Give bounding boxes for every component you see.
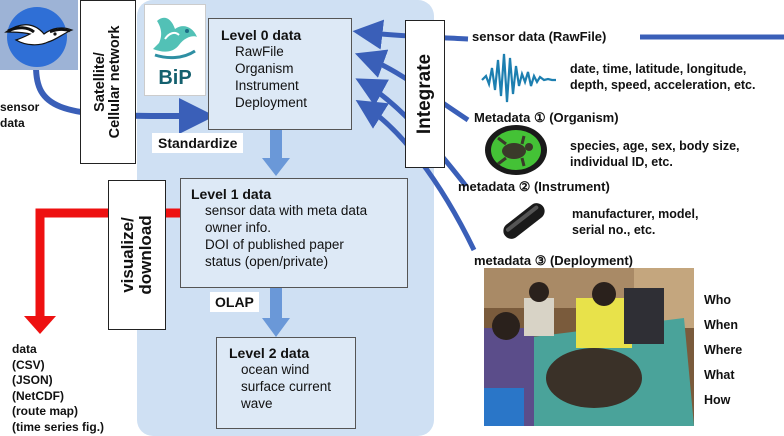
standardize-text: Standardize xyxy=(158,135,238,151)
instrument-desc: manufacturer, model, serial no., etc. xyxy=(572,206,698,238)
level1-item: owner info. xyxy=(205,220,272,235)
metadata-deployment-label: metadata ③ (Deployment) xyxy=(474,253,634,268)
output-line: (time series fig.) xyxy=(12,419,105,434)
question-item: Where xyxy=(704,343,743,357)
question-item: What xyxy=(704,368,735,382)
output-line: (NetCDF) xyxy=(12,388,64,403)
question-item: When xyxy=(704,318,739,332)
sensor-to-level0-arrow xyxy=(33,65,215,134)
satellite-network-box: Satellite/ Cellular network xyxy=(80,0,136,164)
olap-down-arrow xyxy=(262,288,290,337)
question-item: How xyxy=(704,393,731,407)
output-line: (JSON) xyxy=(12,373,53,387)
metadata-organism-label: Metadata ① (Organism) xyxy=(474,110,619,125)
level2-title: Level 2 data xyxy=(229,345,310,361)
olap-text: OLAP xyxy=(215,294,254,310)
visualize-download-box: visualize/ download xyxy=(108,180,166,330)
integrate-box: Integrate xyxy=(405,20,445,168)
logger-device-icon xyxy=(503,203,545,239)
sensor-desc-line: date, time, latitude, longitude, xyxy=(570,62,747,76)
sensor-data-label: sensor data xyxy=(0,100,39,131)
seabird-sensor-image xyxy=(0,0,78,70)
level0-item: Deployment xyxy=(235,95,308,110)
level2-item: ocean wind xyxy=(241,362,310,377)
standardize-label: Standardize xyxy=(152,133,244,153)
waveform-icon xyxy=(481,53,556,103)
sensor-rawfile-label: sensor data (RawFile) xyxy=(472,29,607,44)
level0-item: Organism xyxy=(235,61,294,76)
organism-desc-line: individual ID, etc. xyxy=(570,155,673,169)
organism-desc: species, age, sex, body size, individual… xyxy=(570,138,740,170)
level1-item: status (open/private) xyxy=(205,254,329,269)
turtle-icon xyxy=(485,125,547,175)
level1-box: Level 1 data sensor data with meta data … xyxy=(180,178,408,288)
level1-title: Level 1 data xyxy=(191,186,272,202)
level0-item: RawFile xyxy=(235,44,284,59)
question-item: Who xyxy=(704,293,732,307)
sensor-label-line: sensor xyxy=(0,100,40,114)
metadata-instrument-label: metadata ② (Instrument) xyxy=(458,179,610,194)
instrument-desc-line: manufacturer, model, xyxy=(572,207,699,221)
deployment-photo-drawing xyxy=(484,268,694,426)
bip-logo-mark xyxy=(153,17,197,60)
sensor-label-line: data xyxy=(0,115,25,130)
instrument-desc-line: serial no., etc. xyxy=(572,223,656,237)
level0-box: Level 0 data RawFile Organism Instrument… xyxy=(208,18,352,130)
level1-item: sensor data with meta data xyxy=(205,203,368,218)
output-line: (CSV) xyxy=(12,357,45,372)
deployment-photo xyxy=(484,268,694,426)
output-line: data xyxy=(12,342,37,356)
sensor-desc: date, time, latitude, longitude, depth, … xyxy=(570,61,755,93)
level1-item: DOI of published paper xyxy=(205,237,344,252)
output-line: (route map) xyxy=(12,404,78,418)
standardize-down-arrow xyxy=(262,130,290,176)
level2-item: wave xyxy=(241,396,273,411)
bird-icon xyxy=(4,7,74,67)
visualize-red-arrowhead xyxy=(24,316,56,334)
level0-item: Instrument xyxy=(235,78,299,93)
organism-desc-line: species, age, sex, body size, xyxy=(570,139,740,153)
download-output-list: data (CSV) (JSON) (NetCDF) (route map) (… xyxy=(12,342,104,435)
deployment-questions: Who When Where What How xyxy=(704,288,742,413)
bip-logo: BiP xyxy=(144,4,206,96)
sensor-desc-line: depth, speed, acceleration, etc. xyxy=(570,78,756,92)
olap-label: OLAP xyxy=(210,292,259,312)
level2-box: Level 2 data ocean wind surface current … xyxy=(216,337,356,429)
bip-logo-text: BiP xyxy=(158,67,192,89)
level0-title: Level 0 data xyxy=(221,27,302,43)
level2-item: surface current xyxy=(241,379,332,394)
